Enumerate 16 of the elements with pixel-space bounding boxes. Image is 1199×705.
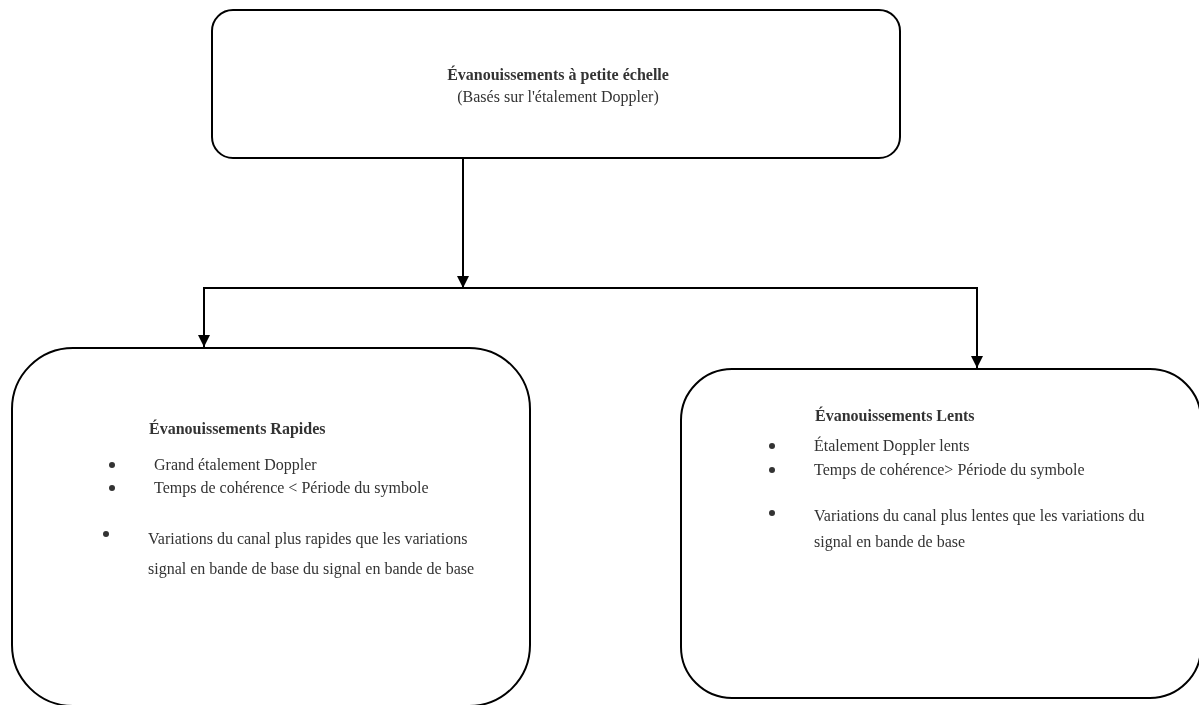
- rounded-box: [211, 9, 901, 159]
- rounded-box: [11, 347, 531, 705]
- bullet-item: Grand étalement Doppler: [109, 455, 514, 474]
- bullet-item: Étalement Doppler lents: [769, 436, 1174, 455]
- box-heading: Évanouissements Rapides: [149, 419, 327, 438]
- bullet-item: Temps de cohérence> Période du symbole: [769, 460, 1134, 479]
- box-subtitle: (Basés sur l'étalement Doppler): [456, 87, 660, 106]
- arrow: [462, 287, 983, 369]
- bullet-item: Temps de cohérence < Période du symbole: [109, 478, 484, 497]
- arrow: [457, 158, 469, 289]
- arrow: [198, 287, 464, 348]
- bullet-item: Variations du canal plus rapides que les variations signal en bande de base du signal en bande de base: [103, 524, 493, 584]
- box-heading: Évanouissements à petite échelle: [446, 65, 670, 84]
- bullet-item: Variations du canal plus lentes que les variations du signal en bande de base: [769, 503, 1164, 555]
- rounded-box: [680, 368, 1199, 699]
- box-heading: Évanouissements Lents: [815, 406, 976, 425]
